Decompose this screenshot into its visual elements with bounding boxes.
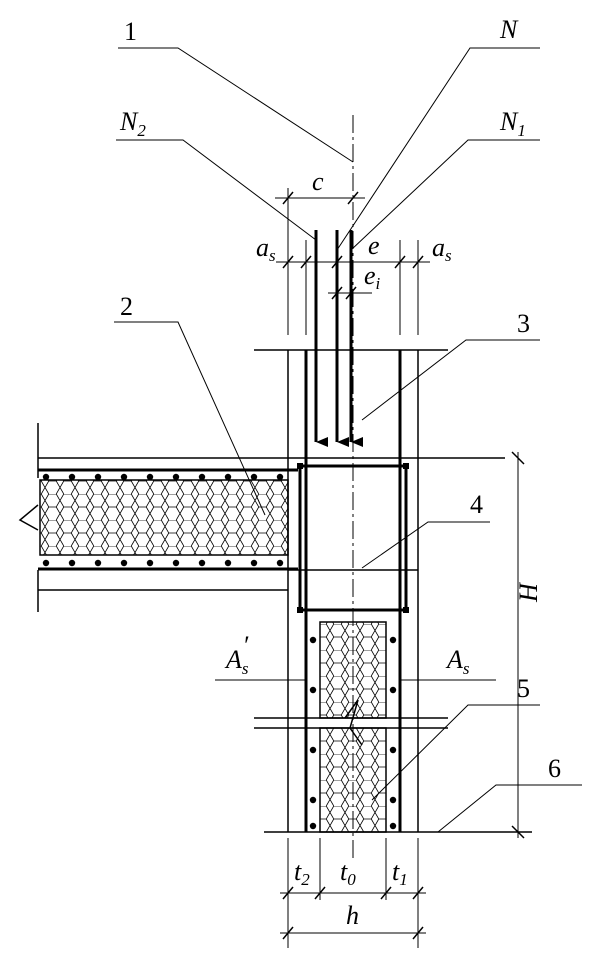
symbol-c: c xyxy=(312,167,324,196)
tick xyxy=(282,886,294,900)
slab-break-mark xyxy=(18,504,39,531)
beam-corner-bar xyxy=(403,463,409,469)
leader-N1 xyxy=(350,139,540,251)
tick xyxy=(331,255,343,269)
rebar-dot xyxy=(120,559,128,567)
rebar-dot xyxy=(146,473,154,481)
tick xyxy=(314,886,326,900)
leader-4 xyxy=(361,521,490,569)
rebar-dot xyxy=(198,473,206,481)
rebar-dot xyxy=(250,559,258,567)
symbol-h: h xyxy=(346,901,359,930)
label-2: 2 xyxy=(120,292,133,321)
symbol-H: H xyxy=(514,582,543,603)
slab-rebar-dots xyxy=(42,473,284,567)
tick xyxy=(394,255,406,269)
symbol-labels: N N1 N2 c as e as ei H As′ As t2 t0 t1 h xyxy=(119,15,543,930)
tick xyxy=(282,926,294,940)
rebar-dot xyxy=(146,559,154,567)
label-4: 4 xyxy=(470,490,483,519)
rebar-dot xyxy=(309,686,317,694)
label-5: 5 xyxy=(517,674,530,703)
rebar-dot xyxy=(389,636,397,644)
leader-N2 xyxy=(116,139,317,241)
rebar-dot xyxy=(198,559,206,567)
tick xyxy=(380,886,392,900)
symbol-t0: t0 xyxy=(340,857,356,889)
leader-3 xyxy=(361,339,540,421)
wall-outline xyxy=(254,349,532,833)
rebar-dot xyxy=(309,746,317,754)
rebar-dot xyxy=(389,822,397,830)
tick xyxy=(347,191,359,205)
rebar-dot xyxy=(309,636,317,644)
rebar-dot xyxy=(389,746,397,754)
wall-rebar-dots xyxy=(309,636,397,830)
rebar-dot xyxy=(120,473,128,481)
force-arrows xyxy=(314,230,363,447)
tick xyxy=(331,286,343,300)
tick xyxy=(412,886,424,900)
symbol-as-left: as xyxy=(256,233,276,265)
leader-5 xyxy=(371,704,540,801)
label-6: 6 xyxy=(548,754,561,783)
rebar-dot xyxy=(389,796,397,804)
rebar-dot xyxy=(309,796,317,804)
leader-1 xyxy=(118,47,354,163)
number-labels: 1 2 3 4 5 6 xyxy=(120,17,561,783)
rebar-dot xyxy=(276,473,284,481)
top-dimensions xyxy=(275,188,430,335)
symbol-N2: N2 xyxy=(119,107,146,140)
rebar-dot xyxy=(309,822,317,830)
rebar-dot xyxy=(42,473,50,481)
beam-corner-bar xyxy=(297,463,303,469)
beam-corner-bar xyxy=(403,607,409,613)
symbol-N: N xyxy=(499,15,519,44)
label-1: 1 xyxy=(124,17,137,46)
slab-insulation-core xyxy=(39,479,289,556)
leader-2 xyxy=(114,321,266,516)
tick xyxy=(282,191,294,205)
symbol-as-right: as xyxy=(432,233,452,265)
symbol-ei: ei xyxy=(364,261,381,293)
leader-6 xyxy=(437,784,582,833)
label-3: 3 xyxy=(517,309,530,338)
symbol-t1: t1 xyxy=(392,857,408,889)
rebar-dot xyxy=(389,686,397,694)
rebar-dot xyxy=(250,473,258,481)
rebar-dot xyxy=(94,559,102,567)
rebar-dot xyxy=(172,473,180,481)
rebar-dot xyxy=(224,559,232,567)
symbol-N1: N1 xyxy=(499,107,526,140)
floor-slab xyxy=(18,423,505,612)
symbol-As: As xyxy=(445,645,470,678)
rebar-dot xyxy=(172,559,180,567)
rebar-dot xyxy=(224,473,232,481)
rebar-dot xyxy=(68,559,76,567)
symbol-As-prime: As′ xyxy=(224,631,249,678)
tick xyxy=(511,451,525,465)
bottom-dimensions xyxy=(280,838,426,948)
tick xyxy=(511,825,525,839)
tick xyxy=(345,286,357,300)
rebar-dot xyxy=(68,473,76,481)
symbol-t2: t2 xyxy=(294,857,310,889)
rebar-dot xyxy=(276,559,284,567)
symbol-e: e xyxy=(368,231,380,260)
rebar-dot xyxy=(42,559,50,567)
rebar-dot xyxy=(94,473,102,481)
tick xyxy=(300,255,312,269)
beam-corner-bar xyxy=(297,607,303,613)
tick xyxy=(412,926,424,940)
leader-lines xyxy=(114,47,582,833)
leader-N xyxy=(336,47,540,251)
tick xyxy=(412,255,424,269)
tick xyxy=(282,255,294,269)
height-dimension xyxy=(511,451,525,839)
